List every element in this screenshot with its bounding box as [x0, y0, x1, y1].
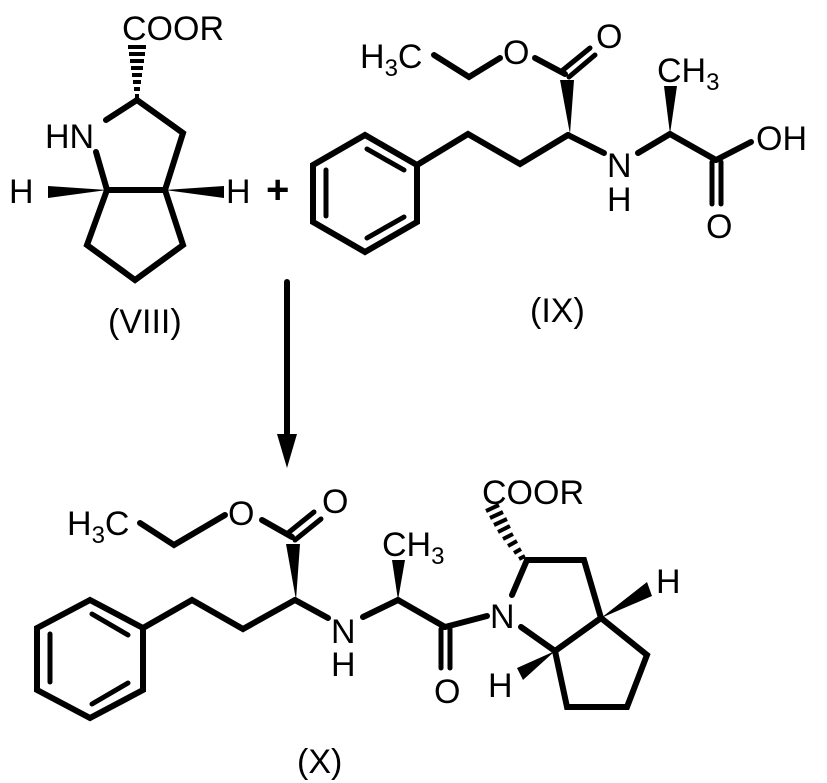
- x-compound-label: (X): [297, 743, 342, 781]
- x-ring-n: N: [490, 598, 515, 636]
- ix-ethyl-label: H3C: [360, 38, 422, 82]
- x-methyl-label: CH3: [382, 526, 444, 570]
- ix-benzene-ring: [310, 131, 420, 256]
- x-n-c2-bond: [509, 557, 530, 598]
- x-amine-n: N: [331, 613, 356, 651]
- ix-amine-h: H: [607, 181, 632, 219]
- x-benzene-inner-1: [89, 611, 131, 638]
- compound-ix: H3C O O N H CH3 OH O (IX): [310, 18, 807, 330]
- ix-carbonyl-o: O: [596, 18, 622, 56]
- ix-co-double-2: [566, 52, 598, 80]
- compound-viii: COOR HN H H (VIII): [9, 10, 251, 341]
- x-h-top: H: [656, 563, 681, 601]
- viii-h-right: H: [226, 173, 251, 211]
- x-amine-h: H: [331, 646, 356, 684]
- viii-coor-label: COOR: [122, 10, 224, 48]
- ix-ester-o: O: [503, 34, 529, 72]
- x-wedge-bottom: [517, 651, 555, 680]
- viii-c-n-bond: [93, 149, 110, 193]
- compound-x: H3C O O N H CH3 O N: [34, 474, 681, 781]
- ix-benzene-inner-1: [364, 146, 407, 173]
- x-wedge-ester: [286, 544, 300, 600]
- viii-hn-label: HN: [45, 118, 94, 156]
- reaction-arrow: [277, 279, 297, 468]
- viii-ring-upper: [103, 96, 187, 193]
- x-n-c6a-bond: [518, 624, 558, 654]
- ix-wedge-ester: [560, 80, 574, 134]
- ix-c-oh-bond: [713, 139, 754, 163]
- ix-propyl-chain: [414, 130, 571, 168]
- ix-n-c-bond: [635, 131, 673, 156]
- viii-h-left: H: [9, 173, 34, 211]
- viii-wedge-left: [48, 186, 107, 198]
- ix-compound-label: (IX): [530, 292, 585, 330]
- ix-wedge-methyl: [664, 86, 677, 134]
- x-ester-o: O: [228, 495, 254, 533]
- x-co-double-2: [292, 516, 324, 543]
- x-ethyl-bond: [137, 512, 228, 549]
- ix-benzene-inner-3: [364, 214, 407, 241]
- viii-wedge-right: [165, 186, 224, 198]
- ix-o-c-bond: [532, 55, 568, 77]
- x-hashed-bond: [485, 503, 526, 561]
- x-c-ringn-bond: [442, 613, 490, 630]
- ix-methyl-label: CH3: [657, 52, 719, 96]
- x-wedge-methyl: [392, 560, 405, 600]
- ix-co-double-1: [560, 45, 593, 73]
- x-wedge-top: [601, 582, 652, 618]
- ix-c-n-bond: [565, 132, 607, 156]
- x-coor-label: COOR: [482, 474, 584, 512]
- x-co-double-1: [285, 509, 317, 536]
- x-amide-o: O: [434, 673, 460, 711]
- plus-operator: +: [266, 168, 289, 212]
- ix-ethyl-bond: [431, 52, 503, 81]
- x-c-amide-bond: [395, 597, 448, 630]
- x-ethyl-label: H3C: [67, 505, 129, 549]
- x-ring-upper: [524, 557, 604, 621]
- x-n-c-bond: [360, 597, 401, 620]
- x-benzene-inner-3: [89, 680, 131, 707]
- x-propyl-chain: [140, 596, 298, 633]
- viii-compound-label: (VIII): [108, 303, 182, 341]
- x-ring-lower: [552, 615, 651, 710]
- viii-ring-lower: [83, 187, 187, 284]
- viii-hashed-bond: [128, 45, 146, 98]
- x-c-n-bond: [292, 597, 331, 621]
- x-h-bottom: H: [488, 667, 513, 705]
- x-fusion-bond: [552, 615, 604, 654]
- ix-acid-o: O: [706, 208, 732, 246]
- x-benzene-ring: [34, 596, 146, 722]
- ix-acid-oh: OH: [756, 120, 807, 158]
- ix-amine-n: N: [607, 147, 632, 185]
- ix-c-cooh-bond: [667, 131, 719, 163]
- x-carbonyl-o: O: [322, 483, 348, 521]
